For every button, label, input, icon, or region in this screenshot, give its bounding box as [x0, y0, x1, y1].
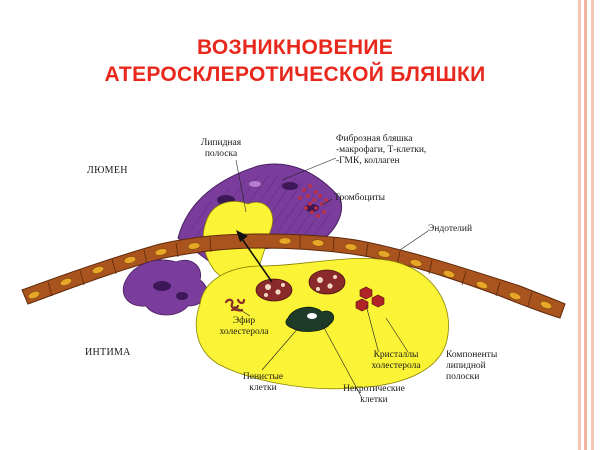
- necrotic-cells: [285, 306, 335, 332]
- necrotic-cell-core: [307, 313, 317, 319]
- endothelium-layer: [21, 233, 566, 319]
- intima-label: ИНТИМА: [85, 347, 131, 358]
- endothelium-label: Эндотелий: [428, 224, 473, 234]
- lumen-label: ЛЮМЕН: [87, 165, 128, 176]
- decorative-stripe-1: [578, 0, 581, 450]
- plaque-cell: [305, 204, 319, 212]
- macrophage-nucleus: [153, 281, 171, 291]
- decorative-stripe-3: [591, 0, 594, 450]
- macrophage-nucleus: [176, 292, 188, 300]
- cholesterol-crystals-label: Кристаллы холестерола: [371, 350, 421, 371]
- cholesterol-crystals: [355, 286, 385, 312]
- progression-arrow: [239, 235, 273, 283]
- lipid-strip-label: Липидная полоска: [200, 138, 242, 159]
- platelets-label: Тромбоциты: [334, 193, 386, 203]
- foam-cells-label: Пенистые клетки: [242, 372, 284, 393]
- lipid-strip-components-label: Компоненты липидной полоски: [446, 350, 498, 382]
- progression-arrow-head: [236, 230, 248, 242]
- decorative-stripe-2: [584, 0, 587, 450]
- callout-leader-lines: [233, 157, 429, 399]
- platelets-cluster: [298, 184, 328, 218]
- plaque-cell: [249, 181, 261, 187]
- foam-cell: [308, 269, 346, 295]
- plaque-cell: [282, 182, 298, 190]
- necrotic-cells-label: Некротические клетки: [343, 384, 405, 405]
- foam-cell: [255, 278, 293, 302]
- slide-title-line-2: АТЕРОСКЛЕРОТИЧЕСКОЙ БЛЯШКИ: [104, 63, 486, 86]
- fibrous-plaque-label: Фиброзная бляшка -макрофаги, Т-клетки, -…: [336, 134, 427, 166]
- slide-title-line-1: ВОЗНИКНОВЕНИЕ: [196, 36, 394, 59]
- cholesterol-ester-label: Эфир холестерола: [219, 316, 269, 337]
